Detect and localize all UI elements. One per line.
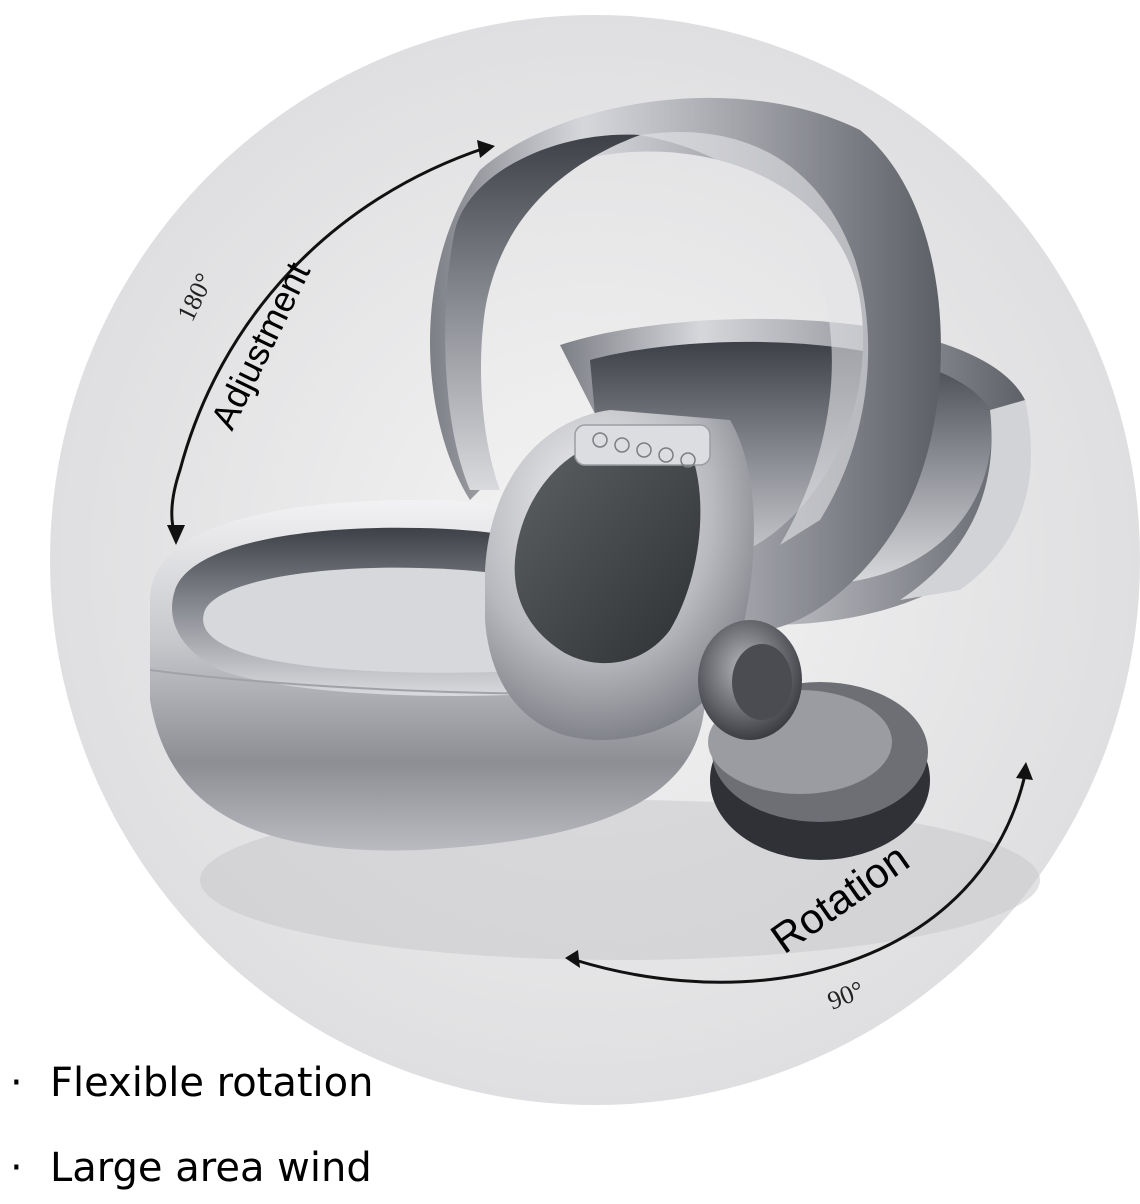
feature-item: · Large area wind: [10, 1145, 372, 1191]
timer-button-icon: [680, 452, 696, 468]
bullet-icon: ·: [10, 1060, 23, 1106]
feature-item: · Flexible rotation: [10, 1060, 374, 1106]
bullet-icon: ·: [10, 1145, 23, 1191]
plus-button-icon: [658, 447, 674, 463]
power-button-icon: [592, 432, 608, 448]
feature-text: Flexible rotation: [50, 1060, 374, 1106]
adjustment-arc: [170, 146, 486, 536]
rotation-arrow-top-icon: [1016, 762, 1033, 780]
rotation-arrow-bottom-icon: [565, 950, 580, 968]
rotation-arc: [574, 774, 1027, 984]
pivot-hub: [698, 620, 802, 740]
minus-button-icon: [614, 437, 630, 453]
control-body: [485, 410, 754, 740]
feature-text: Large area wind: [50, 1145, 372, 1191]
control-panel: [574, 424, 711, 466]
adjustment-arrow-bottom-icon: [167, 525, 185, 545]
mode-button-icon: [636, 442, 652, 458]
upright-ring: [430, 97, 941, 632]
adjustment-arrow-top-icon: [477, 140, 495, 158]
